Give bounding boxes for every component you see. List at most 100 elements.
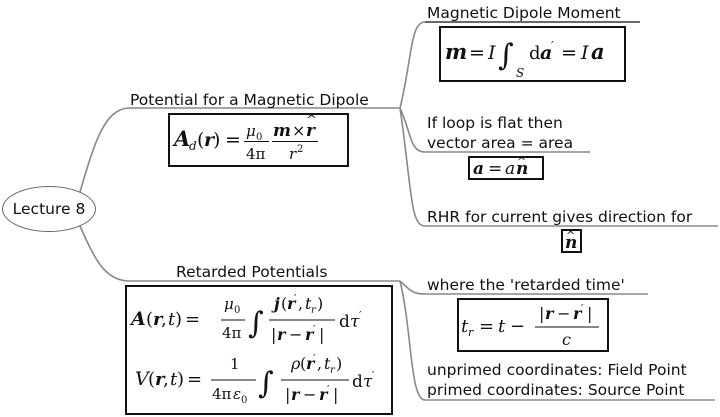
svg-text:μ: μ	[224, 295, 234, 313]
svg-text:t: t	[461, 316, 469, 337]
svg-text:): )	[336, 354, 342, 373]
svg-text:|: |	[587, 304, 592, 323]
coordinates-line2: primed coordinates: Source Point	[427, 381, 685, 399]
svg-text:,: ,	[161, 309, 167, 330]
svg-text:r: r	[291, 385, 301, 404]
svg-text:n: n	[565, 233, 577, 251]
svg-text:4π: 4π	[212, 385, 232, 403]
svg-text:4π: 4π	[222, 324, 242, 342]
svg-text:′: ′	[313, 352, 316, 365]
svg-text:r: r	[277, 325, 287, 344]
potential-title: Potential for a Magnetic Dipole	[130, 91, 369, 109]
svg-text:I: I	[487, 42, 496, 64]
svg-text:′: ′	[327, 383, 330, 396]
svg-text:I: I	[580, 42, 589, 64]
svg-text:m: m	[445, 39, 467, 64]
flatloop-line2: vector area = area	[427, 134, 574, 152]
rhr-title: RHR for current gives direction for	[427, 208, 693, 226]
rhr-equation-render: n ^	[565, 229, 577, 253]
svg-text:0: 0	[241, 395, 247, 406]
center-node-lecture[interactable]: Lecture 8	[2, 186, 96, 232]
svg-text:c: c	[562, 330, 571, 349]
svg-text:r: r	[468, 326, 474, 339]
svg-text:(: (	[197, 129, 204, 151]
moment-equation-render: m = I ∫ S d a ′ = I a	[445, 38, 605, 80]
svg-text:ρ: ρ	[290, 354, 301, 373]
connector-potential-flatloop	[399, 107, 590, 153]
retardedtime-equation-render: t r = t − | r − r ′ | c	[461, 302, 599, 349]
svg-text:=: =	[479, 316, 494, 337]
svg-text:,: ,	[317, 354, 322, 373]
svg-text:×: ×	[292, 121, 305, 140]
svg-text:|: |	[539, 304, 544, 323]
svg-text:=: =	[561, 42, 577, 64]
svg-text:=: =	[187, 369, 202, 390]
coordinates-line1: unprimed coordinates: Field Point	[427, 361, 687, 379]
svg-text:V: V	[135, 368, 151, 390]
svg-text:t: t	[305, 294, 312, 313]
svg-text:μ: μ	[246, 122, 256, 140]
svg-text:^: ^	[566, 231, 575, 242]
svg-text:τ: τ	[363, 372, 373, 392]
svg-text:0: 0	[256, 132, 262, 143]
svg-text:t: t	[498, 316, 506, 337]
svg-text:=: =	[185, 309, 200, 330]
svg-text:m: m	[273, 121, 291, 141]
moment-equation: m = I ∫ S d a ′ = I a	[439, 26, 626, 82]
svg-text:t: t	[324, 354, 331, 373]
svg-text:2: 2	[297, 144, 303, 155]
svg-text:|: |	[271, 325, 276, 344]
svg-text:∫: ∫	[248, 306, 264, 341]
svg-text:=: =	[469, 42, 485, 64]
svg-text:a: a	[540, 42, 552, 64]
svg-text:j: j	[271, 294, 280, 313]
potential-equation-render: A d ( r ) = μ 0 4π m × r ^ r 2	[172, 113, 318, 163]
svg-text:(: (	[146, 309, 153, 330]
svg-text:r: r	[289, 145, 297, 163]
svg-text:r: r	[306, 354, 316, 373]
rhr-equation: n ^	[561, 229, 582, 253]
svg-text:t: t	[170, 369, 178, 390]
potential-equation: A d ( r ) = μ 0 4π m × r ^ r 2	[168, 113, 349, 167]
svg-text:−: −	[557, 304, 570, 323]
svg-text:r: r	[573, 304, 583, 323]
connector-retarded-time	[399, 280, 648, 295]
svg-text:): )	[175, 309, 182, 330]
svg-text:^: ^	[306, 115, 317, 128]
retarded-equations: A ( r , t ) = μ 0 4π ∫ j ( r ′ , t r ) |…	[125, 285, 393, 415]
svg-text:′: ′	[372, 369, 375, 382]
svg-text:=: =	[225, 129, 241, 151]
svg-text:a: a	[473, 159, 484, 178]
flatloop-equation-render: a = a n ^	[473, 155, 528, 179]
svg-text:(: (	[300, 354, 306, 373]
svg-text:r: r	[155, 369, 166, 390]
svg-text:): )	[317, 294, 323, 313]
retardedtime-equation: t r = t − | r − r ′ | c	[457, 298, 609, 352]
svg-text:(: (	[148, 369, 155, 390]
svg-text:′: ′	[313, 323, 316, 336]
svg-text:^: ^	[517, 158, 526, 168]
svg-text:−: −	[510, 316, 525, 337]
connector-potential-rhr	[399, 107, 718, 227]
svg-text:4π: 4π	[246, 145, 266, 163]
svg-text:0: 0	[234, 305, 240, 316]
svg-text:(: (	[281, 294, 287, 313]
svg-text:|: |	[319, 325, 324, 344]
svg-text:): )	[213, 129, 220, 151]
svg-text:=: =	[488, 159, 502, 178]
svg-text:ε: ε	[233, 385, 241, 403]
svg-text:r: r	[319, 385, 329, 404]
svg-text:S: S	[516, 66, 524, 80]
svg-text:′: ′	[581, 302, 584, 315]
svg-text:r: r	[153, 309, 164, 330]
svg-text:r: r	[330, 365, 336, 376]
svg-text:r: r	[305, 325, 315, 344]
svg-text:r: r	[306, 121, 316, 141]
svg-text:d: d	[352, 372, 363, 392]
connector-potential-moment	[399, 21, 640, 109]
svg-text:1: 1	[230, 355, 240, 373]
retardedtime-title: where the 'retarded time'	[427, 276, 625, 294]
flatloop-line1: If loop is flat then	[427, 114, 563, 132]
svg-text:∫: ∫	[258, 366, 274, 401]
